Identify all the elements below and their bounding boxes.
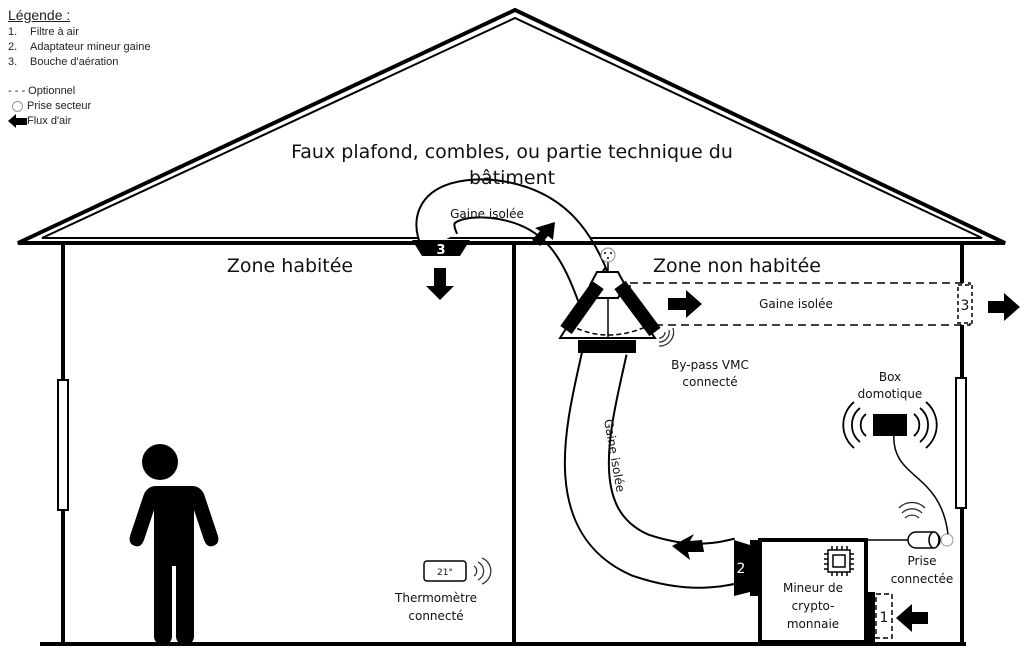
thermometer-reading: 21° [437,568,453,578]
attic-label-line1: Faux plafond, combles, ou partie techniq… [291,141,733,163]
box-label-line2: domotique [858,387,923,401]
arrow-right-icon [668,290,702,318]
person-icon [128,444,219,644]
plug-label-line1: Prise [908,554,937,568]
smart-plug [907,531,954,549]
filter-number: 1 [880,610,889,626]
thermometer-label-line1: Thermomètre [394,591,477,605]
wifi-icon-bypass [658,327,675,347]
vent-right-number: 3 [961,298,970,314]
attic-label-line2: bâtiment [469,167,555,189]
outlet-icon [600,247,616,263]
outlet-icon [12,100,23,112]
zone-non-living-label: Zone non habitée [653,255,821,277]
bypass-label-line2: connecté [682,375,737,389]
wifi-icon-thermometer [473,557,492,585]
box-cable [893,431,949,535]
arrow-down-icon [426,268,454,300]
arrow-left-icon [8,114,16,129]
legend-item: 2.Adaptateur mineur gaine [8,41,151,53]
domotic-box [873,414,907,436]
plug-label-line2: connectée [891,572,954,586]
zone-living-label: Zone habitée [227,255,353,277]
legend-item: 1.Filtre à air [8,26,79,38]
legend-item: 3.Bouche d'aération [8,56,119,68]
miner-box [758,538,868,644]
adapter [734,540,750,596]
miner-label-line1: Mineur de [783,581,843,595]
legend-outlet: Prise secteur [8,99,150,114]
window-right [955,377,967,509]
box-label-line1: Box [879,370,901,384]
legend-airflow: Flux d'air [8,114,150,129]
arrow-up-left-icon [532,222,555,246]
legend-title: Légende : [8,7,71,23]
filter-optional [875,593,893,639]
duct-horizontal-label: Gaine isolée [759,297,833,311]
window-left [57,379,69,511]
duct-top-label: Gaine isolée [450,207,524,221]
adapter-number: 2 [737,561,746,577]
wifi-icon-box [842,401,938,449]
chip-icon [824,546,854,576]
airflow-arrows [426,222,1020,632]
legend-optional: - - - Optionnel [8,85,76,97]
miner-label-line2: crypto- [792,599,835,613]
wifi-icon-plug [898,501,926,519]
bypass-label-line1: By-pass VMC [671,358,749,372]
vent-top [412,240,470,256]
arrow-left-icon [896,604,928,632]
thermometer-label-line2: connecté [408,609,463,623]
thermometer-device [423,560,467,582]
arrow-left-icon [672,534,704,560]
legend: Légende : 1.Filtre à air 2.Adaptateur mi… [8,8,150,129]
vent-right [957,284,973,324]
vmc-bypass [558,262,661,353]
miner-label-line3: monnaie [787,617,839,631]
arrow-right-icon [988,293,1020,321]
vent-top-number: 3 [436,243,445,258]
